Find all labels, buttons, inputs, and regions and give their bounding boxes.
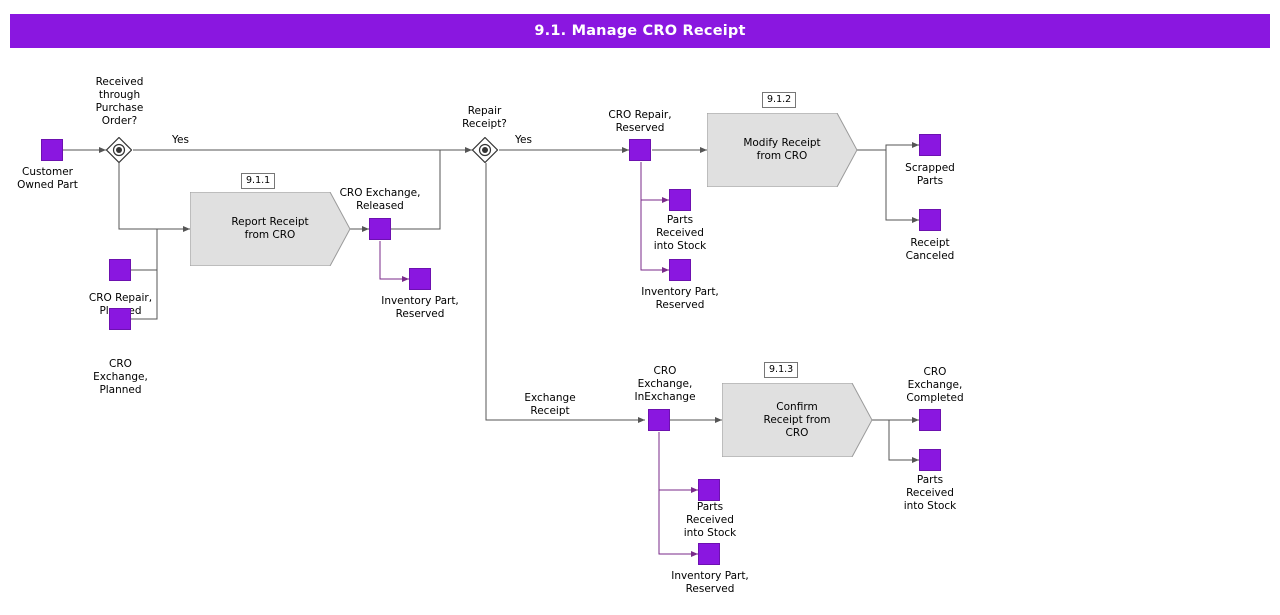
node-receipt-canceled[interactable]	[919, 209, 941, 231]
label-cro-repair-reserved: CRO Repair, Reserved	[608, 109, 672, 134]
subprocess-confirm-receipt-from-cro[interactable]: Confirm Receipt from CRO	[722, 383, 872, 457]
tag-9-1-2: 9.1.2	[762, 92, 797, 108]
node-cro-repair-reserved[interactable]	[629, 139, 651, 161]
node-parts-received-into-stock-2[interactable]	[698, 479, 720, 501]
node-scrapped-parts[interactable]	[919, 134, 941, 156]
edge-label-yes-2: Yes	[515, 134, 532, 146]
edge-label-exchange-receipt: Exchange Receipt	[524, 392, 576, 417]
subprocess-modify-receipt-from-cro[interactable]: Modify Receipt from CRO	[707, 113, 857, 187]
node-cro-exchange-planned[interactable]	[109, 308, 131, 330]
node-cro-exchange-released[interactable]	[369, 218, 391, 240]
subprocess-report-receipt-from-cro[interactable]: Report Receipt from CRO	[190, 192, 350, 266]
label-scrapped-parts: Scrapped Parts	[905, 162, 955, 187]
tag-9-1-1: 9.1.1	[241, 173, 276, 189]
subprocess-report-receipt-label: Report Receipt from CRO	[231, 216, 309, 241]
gateway-repair-receipt[interactable]	[471, 136, 499, 164]
label-parts-received-into-stock-1: Parts Received into Stock	[653, 214, 707, 252]
node-parts-received-into-stock-3[interactable]	[919, 449, 941, 471]
label-receipt-canceled: Receipt Canceled	[905, 237, 955, 262]
label-customer-owned-part: Customer Owned Part	[17, 166, 78, 191]
tag-9-1-3: 9.1.3	[764, 362, 799, 378]
subprocess-modify-receipt-label: Modify Receipt from CRO	[743, 137, 821, 162]
label-parts-received-into-stock-3: Parts Received into Stock	[903, 474, 957, 512]
node-cro-exchange-inexchange[interactable]	[648, 409, 670, 431]
label-inventory-part-reserved-2: Inventory Part, Reserved	[641, 286, 719, 311]
node-customer-owned-part[interactable]	[41, 139, 63, 161]
label-cro-exchange-completed: CRO Exchange, Completed	[906, 366, 964, 404]
node-parts-received-into-stock-1[interactable]	[669, 189, 691, 211]
label-parts-received-into-stock-2: Parts Received into Stock	[683, 501, 737, 539]
node-cro-repair-planned[interactable]	[109, 259, 131, 281]
gateway-received-through-purchase-order[interactable]	[105, 136, 133, 164]
label-inventory-part-reserved-1: Inventory Part, Reserved	[381, 295, 459, 320]
node-cro-exchange-completed[interactable]	[919, 409, 941, 431]
label-gateway-repair-receipt: Repair Receipt?	[462, 105, 507, 130]
label-inventory-part-reserved-3: Inventory Part, Reserved	[671, 570, 749, 595]
page-title: 9.1. Manage CRO Receipt	[10, 14, 1270, 48]
node-inventory-part-reserved-2[interactable]	[669, 259, 691, 281]
label-cro-exchange-released: CRO Exchange, Released	[339, 187, 421, 212]
edge-label-yes-1: Yes	[172, 134, 189, 146]
label-cro-exchange-inexchange: CRO Exchange, InExchange	[634, 365, 696, 403]
label-cro-exchange-planned: CRO Exchange, Planned	[93, 358, 148, 396]
subprocess-confirm-receipt-label: Confirm Receipt from CRO	[763, 400, 831, 439]
label-gateway-received-through-purchase-order: Received through Purchase Order?	[95, 76, 144, 127]
node-inventory-part-reserved-1[interactable]	[409, 268, 431, 290]
node-inventory-part-reserved-3[interactable]	[698, 543, 720, 565]
